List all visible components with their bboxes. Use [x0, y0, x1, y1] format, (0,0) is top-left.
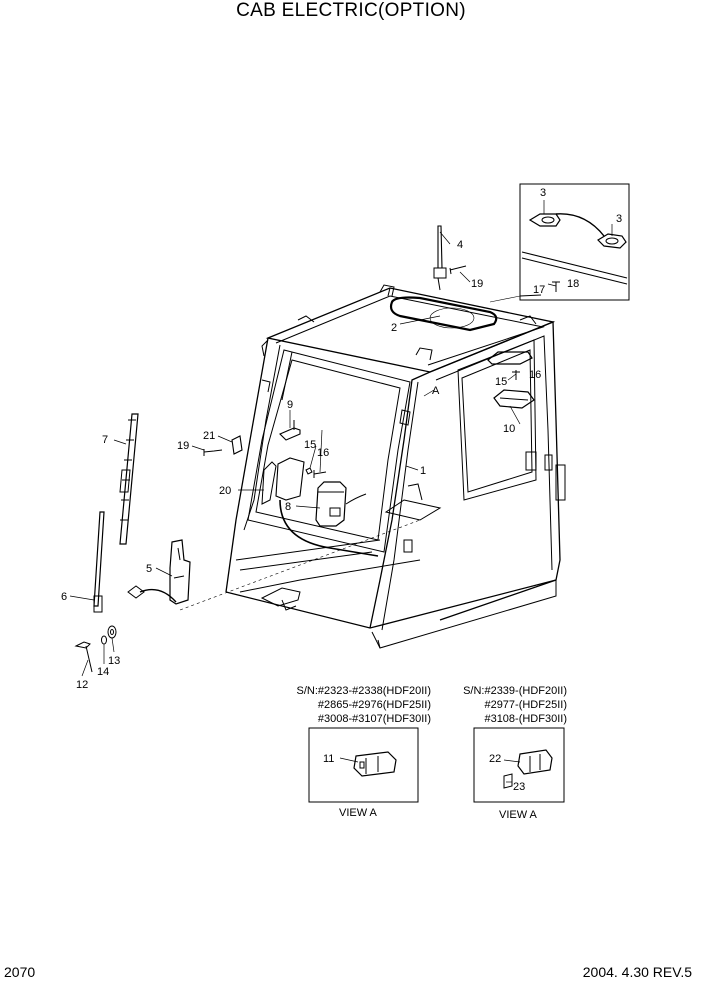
view-a-marker: A — [432, 385, 440, 397]
part-label-8: 8 — [285, 501, 291, 513]
part-label-14: 14 — [97, 666, 109, 678]
part-label-22: 22 — [489, 753, 501, 765]
part-label-13: 13 — [108, 655, 120, 667]
part-label-10: 10 — [503, 423, 515, 435]
serial-notes-right: S/N:#2339-(HDF20II) #2977-(HDF25II) #310… — [463, 685, 567, 725]
part-label-2: 2 — [391, 322, 397, 334]
bracket-20 — [261, 457, 305, 505]
part-label-15: 15 — [304, 439, 316, 451]
view-a-right-box — [473, 727, 565, 803]
wiper-blade-7 — [119, 413, 139, 545]
serial-line: #2865-#2976(HDF25II) — [318, 699, 431, 711]
washer-15 — [305, 467, 313, 475]
antenna — [433, 225, 447, 291]
part-label-19: 19 — [471, 278, 483, 290]
part-label-7: 7 — [102, 434, 108, 446]
part-label-18: 18 — [567, 278, 579, 290]
part-label-3: 3 — [540, 187, 546, 199]
room-lamp — [487, 351, 535, 409]
part-label-6: 6 — [61, 591, 67, 603]
serial-line: S/N:#2339-(HDF20II) — [463, 685, 567, 697]
part-label-17: 17 — [533, 284, 545, 296]
page-title: CAB ELECTRIC(OPTION) — [236, 0, 466, 21]
part-labels: 4 19 2 3 3 17 18 15 16 10 A 9 21 19 15 1… — [61, 187, 622, 793]
serial-notes-left: S/N:#2323-#2338(HDF20II) #2865-#2976(HDF… — [296, 685, 431, 725]
bolt-16 — [313, 470, 327, 478]
leader-lines — [69, 200, 613, 783]
speaker-detail-box — [489, 183, 630, 303]
wiper-motor-5 — [127, 539, 191, 605]
part-label-1: 1 — [420, 465, 426, 477]
wiper-arm-6 — [93, 511, 105, 613]
switch-9 — [279, 420, 301, 441]
view-a-right-caption: VIEW A — [499, 809, 538, 821]
part-label-3: 3 — [616, 213, 622, 225]
roof-cable-loop — [389, 296, 498, 332]
serial-line: S/N:#2323-#2338(HDF20II) — [296, 685, 431, 697]
part-label-15: 15 — [495, 376, 507, 388]
part-label-9: 9 — [287, 399, 293, 411]
part-label-19: 19 — [177, 440, 189, 452]
part-label-16: 16 — [317, 447, 329, 459]
part-label-4: 4 — [457, 239, 463, 251]
part-label-5: 5 — [146, 563, 152, 575]
revision-date: 2004. 4.30 REV.5 — [582, 964, 692, 980]
serial-line: #3008-#3107(HDF30II) — [318, 713, 431, 725]
clip-21 — [231, 435, 243, 455]
part-label-23: 23 — [513, 781, 525, 793]
part-label-11: 11 — [323, 753, 334, 765]
view-a-left-caption: VIEW A — [339, 807, 378, 819]
serial-line: #3108-(HDF30II) — [484, 713, 567, 725]
tank-8 — [279, 481, 379, 557]
view-a-left-box — [308, 727, 419, 803]
page-number: 2070 — [4, 964, 36, 980]
part-label-20: 20 — [219, 485, 231, 497]
part-label-16: 16 — [529, 369, 541, 381]
bolt-19-left — [203, 449, 223, 456]
cab-frame — [179, 284, 566, 649]
bolt-19-top — [449, 265, 467, 275]
part-label-21: 21 — [203, 430, 215, 442]
serial-line: #2977-(HDF25II) — [484, 699, 567, 711]
part-label-12: 12 — [76, 679, 88, 691]
